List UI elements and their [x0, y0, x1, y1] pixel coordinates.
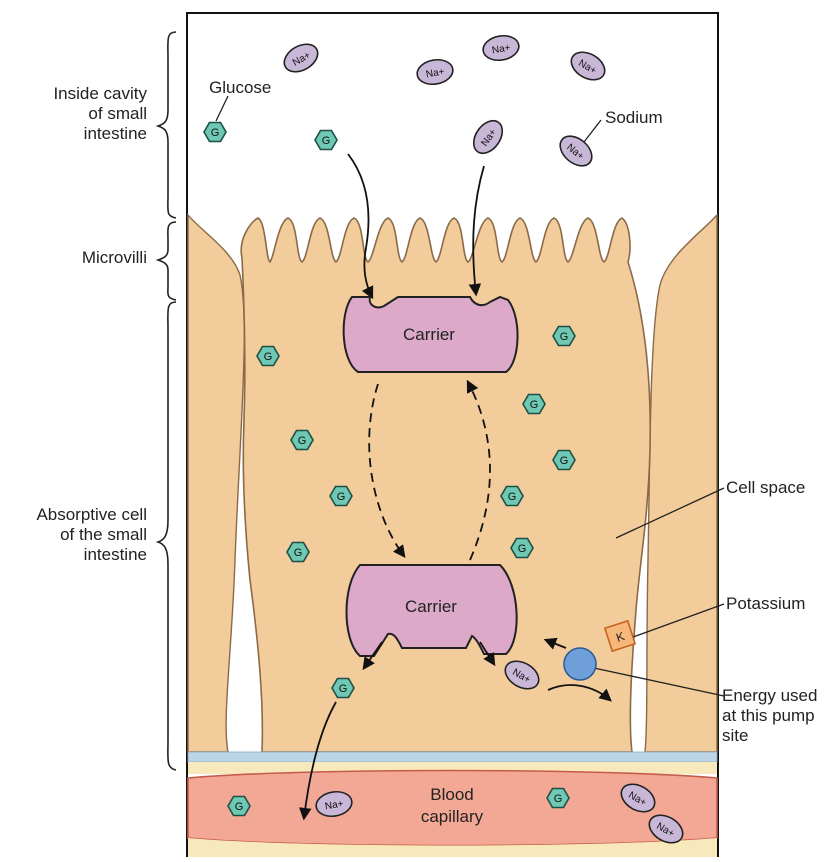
- glucose-molecule: G: [332, 679, 354, 698]
- svg-text:G: G: [337, 491, 346, 503]
- glucose-molecule: G: [257, 347, 279, 366]
- carrier-top-label: Carrier: [403, 325, 455, 344]
- glucose-molecule: G: [523, 395, 545, 414]
- basement-membrane: [188, 752, 717, 762]
- microvilli-label: Microvilli: [82, 248, 147, 268]
- svg-text:G: G: [211, 127, 220, 139]
- svg-text:G: G: [518, 543, 527, 555]
- sodium-label: Sodium: [605, 108, 663, 128]
- svg-text:G: G: [294, 547, 303, 559]
- inside-cavity-label: Inside cavity of small intestine: [53, 84, 147, 144]
- svg-text:G: G: [560, 331, 569, 343]
- glucose-molecule: G: [547, 789, 569, 808]
- brace-cavity: [158, 32, 176, 218]
- potassium-label: Potassium: [726, 594, 805, 614]
- blood-capillary-label-line2: capillary: [421, 807, 484, 826]
- svg-text:G: G: [235, 801, 244, 813]
- svg-text:G: G: [339, 683, 348, 695]
- glucose-molecule: G: [287, 543, 309, 562]
- glucose-molecule: G: [228, 797, 250, 816]
- glucose-molecule: G: [204, 123, 226, 142]
- svg-text:G: G: [264, 351, 273, 363]
- brace-microvilli: [158, 222, 176, 300]
- energy-line2: at this pump: [722, 706, 817, 726]
- glucose-molecule: G: [501, 487, 523, 506]
- svg-text:G: G: [322, 135, 331, 147]
- absorptive-cell-label: Absorptive cell of the small intestine: [36, 505, 147, 565]
- svg-text:G: G: [508, 491, 517, 503]
- svg-text:G: G: [298, 435, 307, 447]
- energy-line1: Energy used: [722, 686, 817, 706]
- cell-space-label: Cell space: [726, 478, 805, 498]
- glucose-label: Glucose: [209, 78, 271, 98]
- energy-label: Energy used at this pump site: [722, 686, 817, 746]
- glucose-molecule: G: [553, 451, 575, 470]
- glucose-molecule: G: [553, 327, 575, 346]
- carrier-bottom-label: Carrier: [405, 597, 457, 616]
- absorptive-cell-line3: intestine: [36, 545, 147, 565]
- inside-cavity-line1: Inside cavity: [53, 84, 147, 104]
- blood-capillary-label-line1: Blood: [430, 785, 473, 804]
- brace-absorptive-cell: [158, 302, 176, 770]
- glucose-molecule: G: [315, 131, 337, 150]
- svg-text:G: G: [530, 399, 539, 411]
- glucose-molecule: G: [291, 431, 313, 450]
- inside-cavity-line3: intestine: [53, 124, 147, 144]
- inside-cavity-line2: of small: [53, 104, 147, 124]
- svg-text:G: G: [554, 793, 563, 805]
- svg-text:G: G: [560, 455, 569, 467]
- glucose-molecule: G: [511, 539, 533, 558]
- energy-line3: site: [722, 726, 817, 746]
- sodium-potassium-pump: [564, 648, 596, 680]
- absorptive-cell-line1: Absorptive cell: [36, 505, 147, 525]
- absorptive-cell-line2: of the small: [36, 525, 147, 545]
- glucose-molecule: G: [330, 487, 352, 506]
